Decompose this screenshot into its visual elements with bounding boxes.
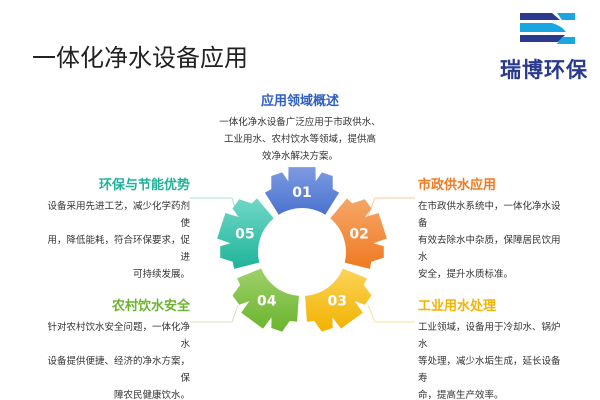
gear-number-05: 05: [235, 227, 254, 243]
connector-03: [367, 304, 415, 323]
gear-segment-05: [217, 198, 274, 269]
section-line: 可持续发展。: [132, 269, 190, 280]
section-line: 设备提供便捷、经济的净水方案，保: [47, 356, 190, 384]
section-line: 在市政供水系统中，一体化净水设备: [418, 201, 561, 229]
logo-mark: [520, 13, 575, 44]
section-line: 针对农村饮水安全问题，一体化净水: [47, 322, 190, 350]
gear-segment-02: [330, 198, 387, 269]
logo-text: 瑞博环保: [500, 58, 588, 82]
section-title: 环保与节能优势: [98, 178, 190, 193]
overview-block: 应用领域概述 一体化净水设备广泛应用于市政供水、 工业用水、农村饮水等领域，提供…: [215, 92, 385, 165]
gear-number-04: 04: [257, 294, 277, 310]
connector-02: [367, 197, 415, 217]
section-04: 农村饮水安全 针对农村饮水安全问题，一体化净水 设备提供便捷、经济的净水方案，保…: [40, 297, 190, 400]
section-line: 等处理，减少水垢生成，延长设备寿: [418, 356, 561, 384]
section-title: 工业用水处理: [418, 299, 497, 314]
connector-04: [190, 304, 239, 323]
section-line: 用，降低能耗，符合环保要求，促进: [47, 235, 190, 263]
overview-line: 工业用水、农村饮水等领域，提供高: [223, 134, 376, 145]
gear-segment-03: [305, 268, 372, 332]
section-line: 命，提高生产效率。: [418, 390, 504, 400]
gear-number-02: 02: [349, 227, 368, 243]
gear-segment-04: [232, 268, 299, 332]
section-05: 环保与节能优势 设备采用先进工艺，减少化学药剂使 用，降低能耗，符合环保要求，促…: [40, 176, 190, 283]
page-title: 一体化净水设备应用: [32, 44, 248, 72]
overview-title: 应用领域概述: [260, 94, 339, 109]
overview-line: 效净水解决方案。: [261, 151, 338, 162]
section-03: 工业用水处理 工业领域，设备用于冷却水、锅炉水 等处理，减少水垢生成，延长设备寿…: [418, 297, 568, 400]
section-title: 农村饮水安全: [111, 299, 190, 314]
overview-line: 一体化净水设备广泛应用于市政供水、: [219, 117, 381, 128]
section-line: 工业领域，设备用于冷却水、锅炉水: [418, 322, 561, 350]
section-line: 障农民健康饮水。: [113, 390, 190, 400]
section-title: 市政供水应用: [418, 178, 497, 193]
gear-number-03: 03: [328, 294, 347, 310]
section-line: 安全，提升水质标准。: [418, 269, 514, 280]
gear-segment-01: [264, 167, 340, 215]
section-02: 市政供水应用 在市政供水系统中，一体化净水设备 有效去除水中杂质，保障居民饮用水…: [418, 176, 568, 283]
gear-number-01: 01: [292, 185, 311, 201]
section-line: 设备采用先进工艺，减少化学药剂使: [47, 201, 190, 229]
section-line: 有效去除水中杂质，保障居民饮用水: [418, 235, 561, 263]
